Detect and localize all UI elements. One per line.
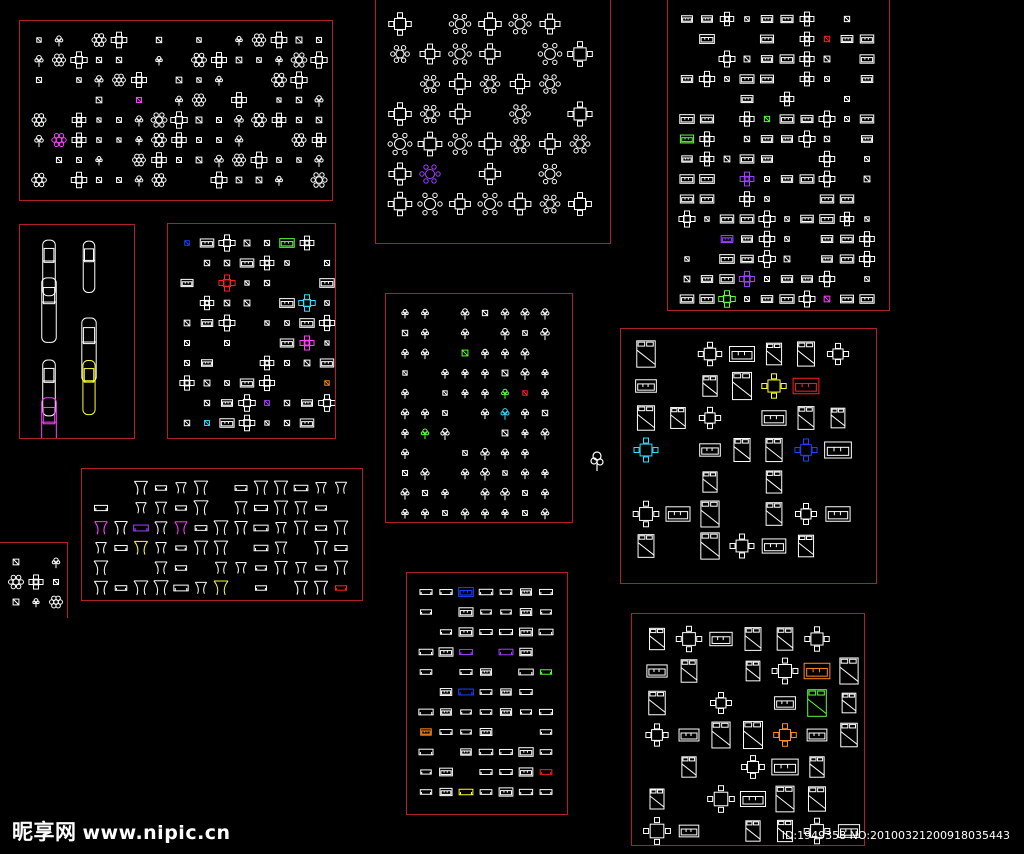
sheet-curtains-doors — [81, 468, 363, 601]
image-id-label: ID:1949358 NO:20100321200918035443 — [781, 829, 1010, 842]
sheet-elevations-drawing — [418, 587, 554, 797]
watermark-site-name: 昵享网 — [12, 820, 77, 844]
sheet-small-furniture — [167, 223, 336, 439]
sheet-small-symbols-drawing — [31, 31, 328, 189]
stray-plant-symbol — [590, 451, 604, 471]
sheet-curtains-doors-drawing — [93, 480, 349, 596]
sheet-plants-people — [385, 293, 573, 523]
sheet-bedroom-2 — [631, 613, 865, 846]
sheet-elevations — [406, 572, 568, 815]
sheet-dining-sets-drawing — [387, 12, 593, 217]
sheet-bedroom-2-drawing — [643, 625, 861, 845]
sheet-partial-left — [0, 542, 68, 618]
sheet-sofa-sets-drawing — [678, 11, 876, 308]
sheet-bedroom-1 — [620, 328, 877, 584]
watermark-url: www.nipic.cn — [82, 822, 231, 844]
sheet-partial-left-drawing — [7, 557, 63, 609]
sheet-dining-sets — [375, 0, 611, 244]
sheet-cars — [19, 224, 135, 439]
sheet-sofa-sets — [667, 0, 890, 311]
sheet-cars-drawing — [41, 239, 97, 438]
sheet-bedroom-1-drawing — [632, 340, 852, 560]
sheet-small-furniture-drawing — [179, 234, 335, 432]
sheet-small-symbols — [19, 20, 333, 201]
sheet-plants-people-drawing — [400, 308, 550, 520]
